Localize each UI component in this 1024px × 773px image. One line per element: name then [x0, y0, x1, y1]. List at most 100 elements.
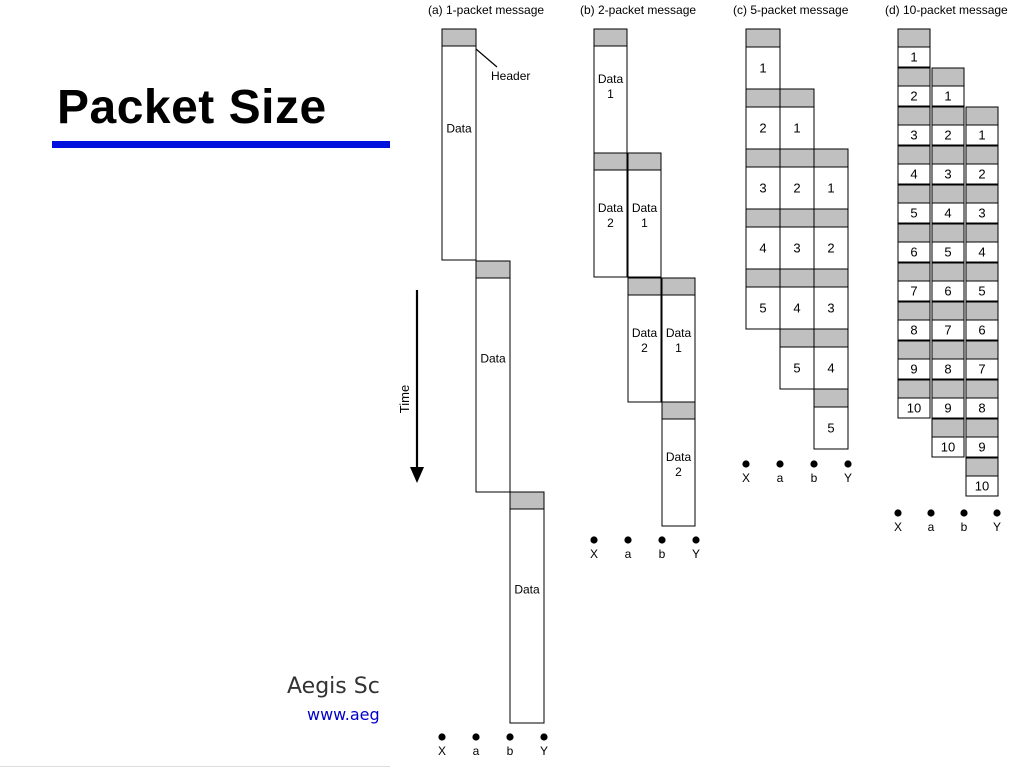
node-b-label: b — [961, 520, 968, 534]
packet-header — [965, 223, 999, 243]
node-b-label: b — [811, 471, 818, 485]
packet-header — [745, 148, 781, 168]
node-y-dot — [993, 509, 1001, 517]
packet-header — [779, 268, 815, 288]
packet-data — [965, 202, 999, 224]
packet-label: 5 — [944, 245, 951, 260]
packet-data — [593, 169, 628, 278]
packet-label: 1 — [978, 128, 985, 143]
node-b-dot — [506, 733, 514, 741]
packet-label: 8 — [944, 362, 951, 377]
packet-header — [745, 268, 781, 288]
packet-label: Data — [598, 201, 624, 215]
node-x-label: X — [894, 520, 902, 534]
packet-label: Data — [446, 121, 472, 135]
panel-d-packet: 9 — [965, 418, 999, 458]
packet-label: 10 — [907, 401, 921, 416]
packet-data — [779, 106, 815, 150]
panel-d-packet: 5 — [931, 223, 965, 263]
packet-header — [897, 106, 931, 126]
packet-header — [897, 184, 931, 204]
footer-website-link[interactable]: www.aeg — [307, 705, 380, 724]
packet-header — [779, 328, 815, 348]
packet-label: 2 — [827, 241, 834, 256]
panel-a-caption: (a) 1-packet message — [428, 3, 544, 17]
time-arrowhead-icon — [410, 467, 424, 483]
packet-header — [931, 262, 965, 282]
packet-data — [897, 163, 931, 185]
packet-data — [779, 286, 815, 330]
packet-label: 3 — [759, 181, 766, 196]
packet-data — [475, 277, 511, 493]
packet-label: 8 — [910, 323, 917, 338]
packet-label: 4 — [827, 361, 834, 376]
panel-c-packet: 3 — [779, 208, 815, 270]
packet-data — [897, 280, 931, 302]
packet-label: 3 — [978, 206, 985, 221]
header-label: Header — [491, 69, 530, 83]
packet-label: Data — [598, 72, 624, 86]
packet-header — [965, 262, 999, 282]
packet-label: 9 — [978, 440, 985, 455]
packet-header — [745, 208, 781, 228]
packet-label: 3 — [910, 128, 917, 143]
panel-d-packet: 1 — [897, 28, 931, 68]
node-x-label: X — [438, 744, 446, 758]
node-a-dot — [472, 733, 480, 741]
node-a-dot — [776, 460, 784, 468]
packet-data — [965, 475, 999, 497]
packet-label: 5 — [793, 361, 800, 376]
packet-label: 4 — [793, 301, 800, 316]
packet-data — [931, 85, 965, 107]
packet-data — [897, 46, 931, 68]
packet-header — [965, 184, 999, 204]
packet-label: 2 — [607, 216, 614, 230]
packet-label: 5 — [759, 301, 766, 316]
node-b-dot — [658, 536, 666, 544]
packet-label: 7 — [978, 362, 985, 377]
packet-data — [779, 346, 815, 390]
packet-data — [897, 319, 931, 341]
packet-header — [813, 388, 849, 408]
packet-data — [965, 280, 999, 302]
packet-header — [931, 340, 965, 360]
packet-header — [661, 401, 696, 420]
packet-header — [931, 379, 965, 399]
panel-c-packet: 2 — [813, 208, 849, 270]
node-y-dot — [540, 733, 548, 741]
packet-label: Data — [514, 582, 540, 596]
panel-d-packet: 3 — [897, 106, 931, 146]
packet-label: 8 — [978, 401, 985, 416]
panel-d-packet: 8 — [931, 340, 965, 380]
packet-data — [813, 226, 849, 270]
packet-data — [897, 358, 931, 380]
packet-data — [897, 241, 931, 263]
panel-d-packet: 4 — [931, 184, 965, 224]
panel-d-packet: 2 — [897, 67, 931, 107]
packet-data — [897, 202, 931, 224]
packet-header — [745, 28, 781, 48]
packet-header — [813, 328, 849, 348]
packet-data — [779, 226, 815, 270]
panel-d-packet: 8 — [965, 379, 999, 419]
packet-label: 5 — [910, 206, 917, 221]
panel-d-packet: 6 — [931, 262, 965, 302]
node-a-dot — [927, 509, 935, 517]
packet-header — [509, 491, 545, 510]
packet-label: 3 — [827, 301, 834, 316]
panel-d-packet: 6 — [897, 223, 931, 263]
packet-data — [813, 286, 849, 330]
packet-data — [745, 166, 781, 210]
panel-d-packet: 8 — [897, 301, 931, 341]
panel-d-packet: 5 — [965, 262, 999, 302]
packet-label: 7 — [944, 323, 951, 338]
panel-d-packet: 3 — [965, 184, 999, 224]
packet-header — [441, 28, 477, 47]
packet-label: 5 — [978, 284, 985, 299]
node-x-label: X — [590, 547, 598, 561]
node-a-label: a — [473, 744, 480, 758]
packet-label: 4 — [910, 167, 917, 182]
packet-data — [627, 294, 662, 403]
